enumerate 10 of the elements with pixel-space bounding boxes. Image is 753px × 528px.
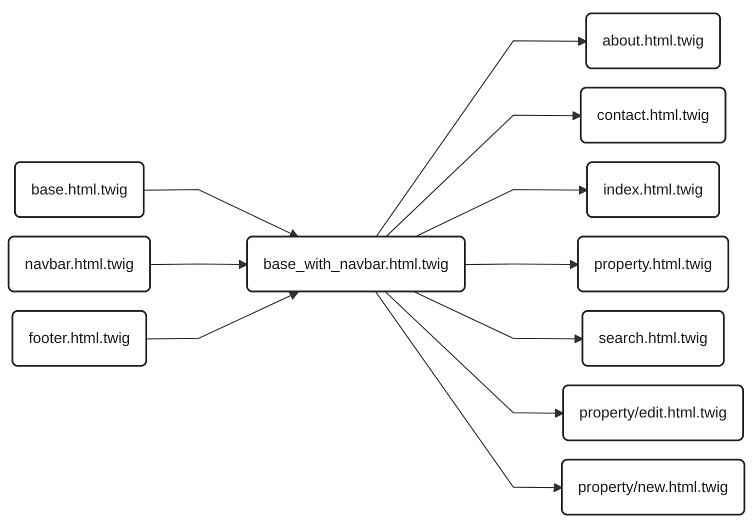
- arrow: [465, 260, 579, 270]
- arrow: [385, 292, 564, 418]
- arrow: [150, 260, 248, 270]
- arrow: [375, 292, 563, 492]
- arrow: [146, 291, 299, 340]
- arrow: [375, 36, 588, 238]
- arrow: [144, 189, 299, 238]
- arrow: [414, 185, 588, 238]
- arrow: [414, 292, 584, 344]
- arrow: [385, 110, 582, 238]
